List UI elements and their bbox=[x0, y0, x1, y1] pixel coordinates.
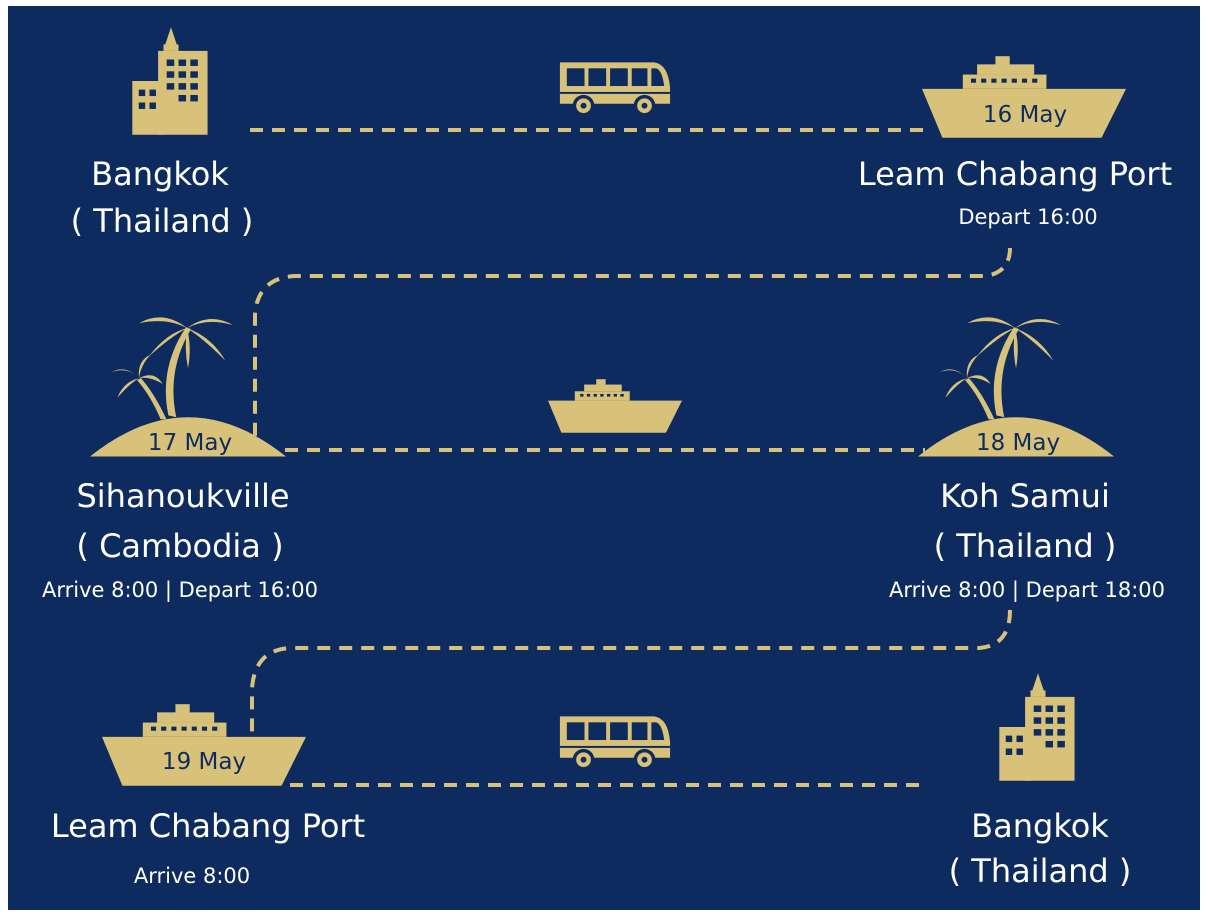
stop-sihanoukville-country: ( Cambodia ) bbox=[76, 527, 284, 565]
stop-sihanoukville-date: 17 May bbox=[147, 430, 233, 456]
stop-sihanoukville-time: Arrive 8:00 | Depart 16:00 bbox=[41, 578, 319, 602]
route-segment-port-to-sihanoukville bbox=[253, 247, 1012, 440]
stop-koh-samui-name: Koh Samui bbox=[940, 477, 1110, 515]
cruise-ship-icon bbox=[548, 379, 682, 433]
stop-port-depart-time: Depart 16:00 bbox=[958, 205, 1098, 229]
stop-bangkok-end-name: Bangkok bbox=[971, 807, 1109, 845]
city-building-icon bbox=[999, 673, 1075, 781]
stop-port-arrive-date: 19 May bbox=[161, 749, 247, 775]
bus-icon bbox=[559, 62, 671, 117]
stop-bangkok-start-country: ( Thailand ) bbox=[70, 202, 254, 240]
stop-koh-samui-country: ( Thailand ) bbox=[933, 527, 1117, 565]
stop-port-arrive-name: Leam Chabang Port bbox=[50, 807, 366, 845]
stop-bangkok-end-country: ( Thailand ) bbox=[948, 852, 1132, 890]
stop-bangkok-start-name: Bangkok bbox=[91, 155, 229, 193]
stop-port-depart-name: Leam Chabang Port bbox=[857, 155, 1173, 193]
stop-koh-samui-time: Arrive 8:00 | Depart 18:00 bbox=[888, 578, 1166, 602]
stop-port-arrive-time: Arrive 8:00 bbox=[133, 864, 251, 888]
city-building-icon bbox=[132, 27, 208, 135]
bus-icon bbox=[559, 716, 671, 771]
stop-port-depart-date: 16 May bbox=[982, 102, 1068, 128]
stop-sihanoukville-name: Sihanoukville bbox=[76, 477, 290, 515]
route-dashed-paths bbox=[250, 128, 1012, 787]
stop-koh-samui-date: 18 May bbox=[975, 430, 1061, 456]
